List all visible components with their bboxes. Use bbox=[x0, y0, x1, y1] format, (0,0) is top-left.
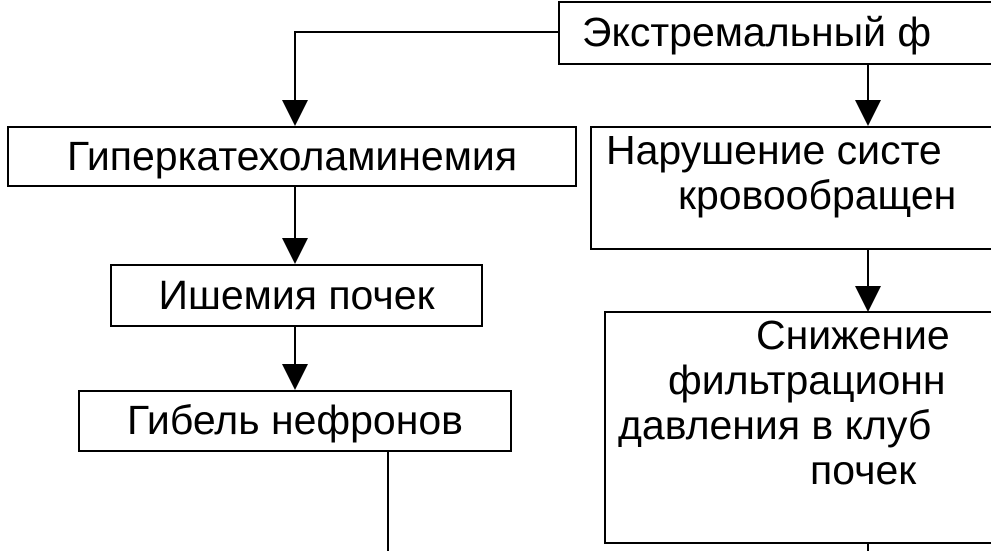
box-pressure-decrease: Снижение фильтрационн давления в клуб по… bbox=[604, 311, 991, 544]
box-hypercatecholaminemia-text: Гиперкатехоламинемия bbox=[66, 132, 518, 179]
box-circulation-disorder: Нарушение систе кровообращен bbox=[590, 126, 991, 250]
box-circulation-disorder-line2: кровообращен bbox=[678, 172, 957, 219]
arrowhead-left-3 bbox=[282, 364, 308, 390]
box-kidney-ischemia: Ишемия почек bbox=[110, 264, 483, 327]
arrowhead-left-1 bbox=[282, 100, 308, 126]
box-circulation-disorder-line1: Нарушение систе bbox=[606, 127, 942, 173]
arrowhead-left-2 bbox=[282, 238, 308, 264]
box-kidney-ischemia-text: Ишемия почек bbox=[158, 271, 435, 318]
arrowhead-right-1 bbox=[855, 100, 881, 126]
connector-top-to-left bbox=[294, 31, 558, 100]
box-extreme-factor-text: Экстремальный ф bbox=[582, 9, 932, 56]
box-nephron-death-text: Гибель нефронов bbox=[127, 397, 463, 444]
arrowhead-right-2 bbox=[855, 286, 881, 312]
box-pressure-decrease-line4: почек bbox=[810, 447, 917, 494]
box-extreme-factor: Экстремальный ф bbox=[558, 1, 991, 65]
box-pressure-decrease-line3: давления в клуб bbox=[618, 402, 932, 449]
box-nephron-death: Гибель нефронов bbox=[78, 390, 512, 452]
box-pressure-decrease-line1: Снижение bbox=[756, 312, 950, 358]
box-hypercatecholaminemia: Гиперкатехоламинемия bbox=[7, 126, 577, 187]
box-pressure-decrease-line2: фильтрационн bbox=[668, 357, 946, 404]
